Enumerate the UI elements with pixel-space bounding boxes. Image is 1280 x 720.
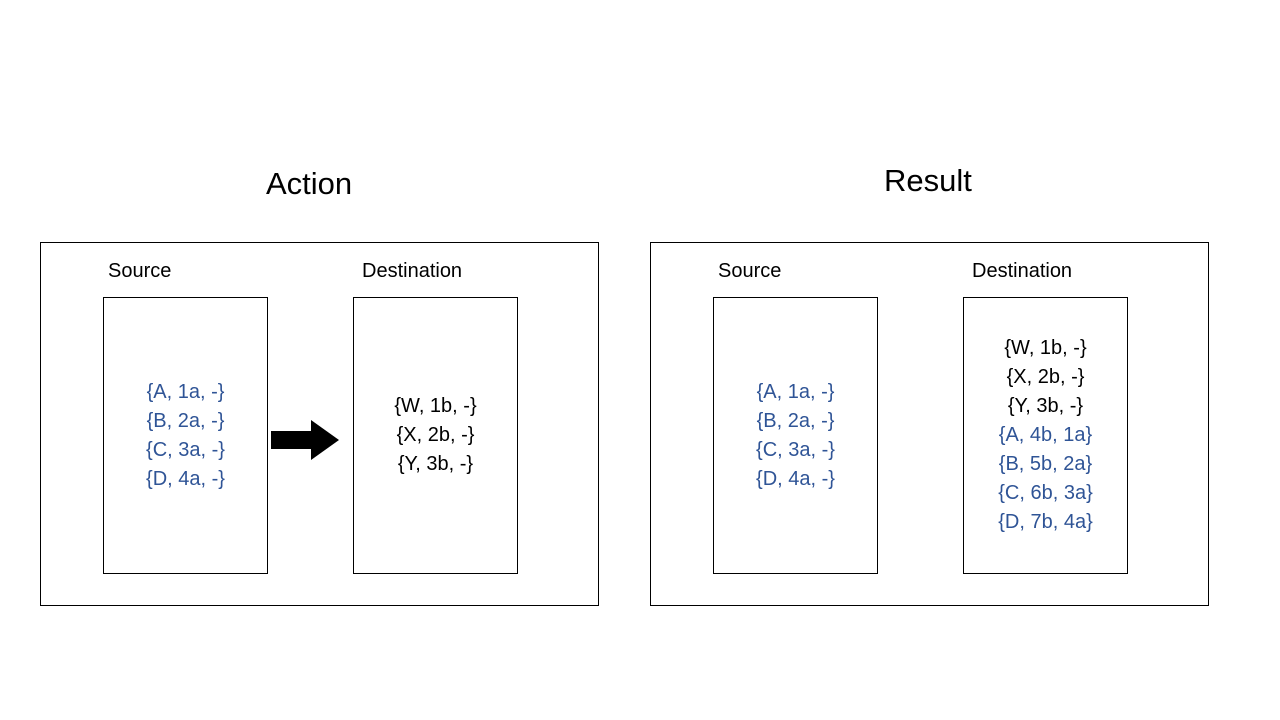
- record-row: {B, 5b, 2a}: [998, 453, 1093, 475]
- record-row: {A, 1a, -}: [146, 380, 225, 403]
- record-row: {D, 4a, -}: [756, 467, 835, 490]
- record-row: {Y, 3b, -}: [397, 453, 474, 475]
- result-destination-box: {W, 1b, -} {X, 2b, -} {Y, 3b, -} {A, 4b,…: [963, 297, 1128, 574]
- record-row: {B, 2a, -}: [146, 409, 225, 432]
- result-destination-label: Destination: [972, 260, 1073, 282]
- action-source-box: {A, 1a, -} {B, 2a, -} {C, 3a, -} {D, 4a,…: [103, 297, 268, 574]
- right-arrow-glyph: [271, 420, 339, 460]
- record-row: {X, 2b, -}: [396, 424, 475, 446]
- page-title-result: Result: [884, 163, 972, 198]
- record-row: {D, 7b, 4a}: [998, 511, 1093, 533]
- record-row: {A, 1a, -}: [756, 380, 835, 403]
- action-destination-box: {W, 1b, -} {X, 2b, -} {Y, 3b, -}: [353, 297, 518, 574]
- record-row: {C, 3a, -}: [756, 438, 835, 461]
- right-arrow-icon: [271, 420, 339, 460]
- record-row: {Y, 3b, -}: [1007, 395, 1084, 417]
- record-row: {W, 1b, -}: [394, 395, 477, 417]
- result-source-label: Source: [718, 260, 782, 282]
- record-row: {C, 6b, 3a}: [998, 482, 1093, 504]
- record-row: {D, 4a, -}: [146, 467, 225, 490]
- record-row: {C, 3a, -}: [146, 438, 225, 461]
- record-row: {W, 1b, -}: [1004, 337, 1087, 359]
- record-row: {X, 2b, -}: [1006, 366, 1085, 388]
- record-row: {B, 2a, -}: [756, 409, 835, 432]
- action-source-label: Source: [108, 260, 172, 282]
- page-title-action: Action: [266, 166, 353, 201]
- result-source-box: {A, 1a, -} {B, 2a, -} {C, 3a, -} {D, 4a,…: [713, 297, 878, 574]
- action-destination-label: Destination: [362, 260, 463, 282]
- record-row: {A, 4b, 1a}: [998, 424, 1093, 446]
